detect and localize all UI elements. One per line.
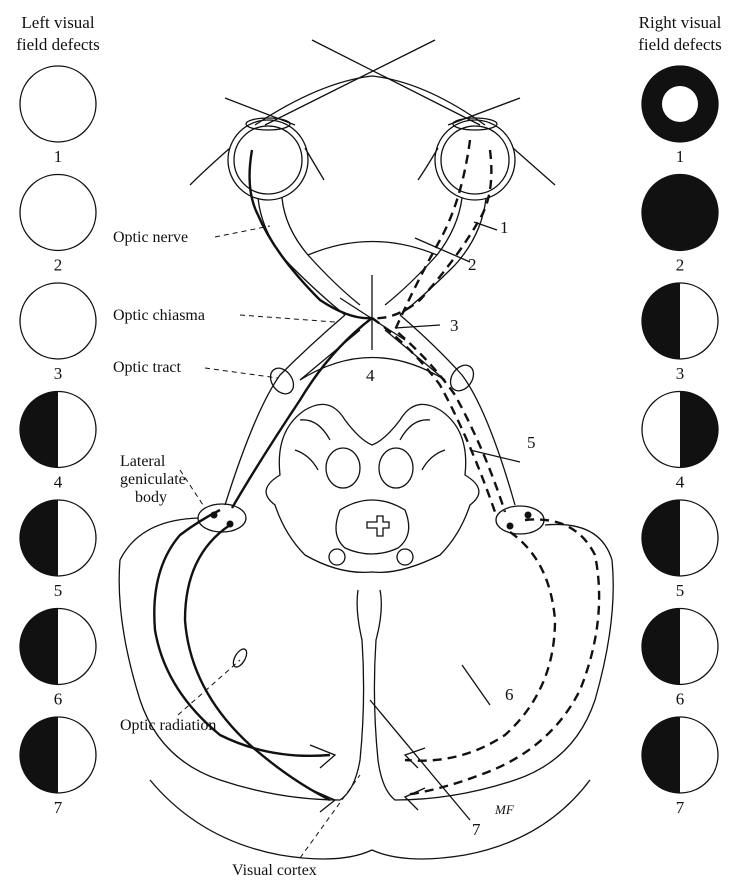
left-defect-number-4: 4	[54, 473, 63, 492]
visual-field-lines	[225, 40, 520, 125]
label-optic-nerve: Optic nerve	[113, 229, 188, 246]
lesion-number-3: 3	[450, 316, 459, 335]
label-visual-cortex: Visual cortex	[232, 862, 317, 879]
right-defect-number-7: 7	[676, 798, 685, 817]
left-visual-field-defects: 1 2 3 4 5 6 7	[20, 66, 96, 817]
right-header-line1: Right visual	[639, 13, 722, 32]
artist-signature: MF	[494, 802, 515, 817]
left-defect-3: 3	[20, 283, 96, 383]
right-defect-6: 6	[642, 609, 718, 709]
label-optic-tract: Optic tract	[113, 359, 182, 376]
left-defect-2: 2	[20, 175, 96, 275]
right-defect-4: 4	[642, 392, 718, 492]
left-header-line2: field defects	[16, 35, 100, 54]
left-defect-1: 1	[20, 66, 96, 166]
left-header-line1: Left visual	[21, 13, 94, 32]
right-defect-3: 3	[642, 283, 718, 383]
right-defect-number-2: 2	[676, 256, 685, 275]
right-defect-5: 5	[642, 500, 718, 600]
right-visual-field-defects: 1 2 3 4 5 6 7	[642, 66, 718, 817]
lesion-number-7: 7	[472, 820, 481, 839]
label-lateral-geniculate-3: body	[135, 489, 167, 506]
label-optic-chiasma: Optic chiasma	[113, 307, 205, 324]
left-defect-4: 4	[20, 392, 96, 492]
right-defect-7: 7	[642, 717, 718, 817]
left-eye	[190, 118, 324, 200]
lesion-number-5: 5	[527, 433, 536, 452]
label-lateral-geniculate-1: Lateral	[120, 453, 166, 470]
label-optic-radiation: Optic radiation	[120, 717, 216, 734]
right-defect-number-6: 6	[676, 690, 685, 709]
lesion-number-2: 2	[468, 255, 477, 274]
optic-pathway-outline	[225, 198, 515, 505]
lesion-number-6: 6	[505, 685, 514, 704]
dashed-pathway	[372, 140, 599, 810]
midbrain	[266, 404, 479, 572]
left-defect-6: 6	[20, 609, 96, 709]
label-lateral-geniculate-2: geniculate	[120, 471, 186, 488]
right-header-line2: field defects	[638, 35, 722, 54]
left-defect-number-6: 6	[54, 690, 63, 709]
left-defect-7: 7	[20, 717, 96, 817]
right-defect-number-4: 4	[676, 473, 685, 492]
right-defect-number-3: 3	[676, 364, 685, 383]
lesion-number-4: 4	[366, 366, 375, 385]
lateral-geniculate-bodies	[198, 504, 544, 534]
right-defect-number-5: 5	[676, 581, 685, 600]
left-defect-number-2: 2	[54, 256, 63, 275]
left-defect-number-1: 1	[54, 147, 63, 166]
left-defect-5: 5	[20, 500, 96, 600]
left-defect-number-5: 5	[54, 581, 63, 600]
lesion-marks	[340, 222, 520, 820]
right-defect-1: 1	[642, 66, 718, 166]
left-defect-number-7: 7	[54, 798, 63, 817]
right-defect-number-1: 1	[676, 147, 685, 166]
right-eye	[418, 118, 555, 200]
lesion-number-1: 1	[500, 218, 509, 237]
right-defect-2: 2	[642, 175, 718, 275]
left-defect-number-3: 3	[54, 364, 63, 383]
